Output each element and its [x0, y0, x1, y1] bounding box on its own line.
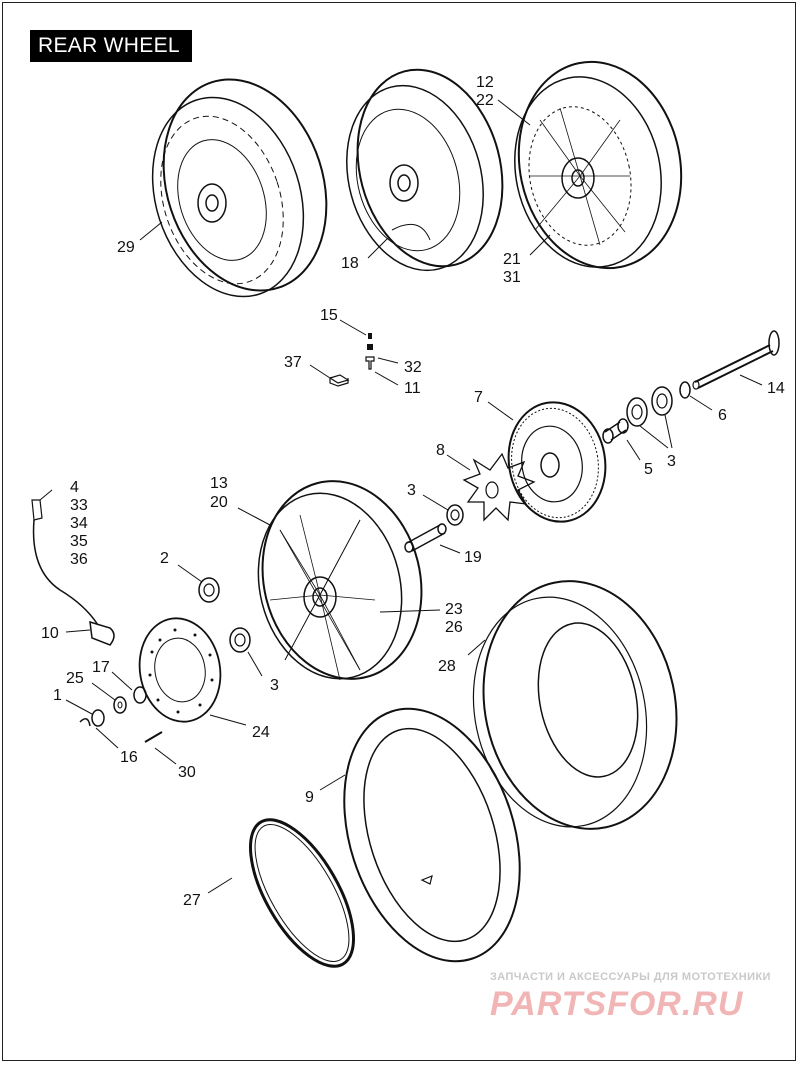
callout-1: 1 — [53, 687, 62, 704]
drive-belt-27 — [248, 818, 356, 968]
valve-cap-parts — [365, 333, 375, 370]
washer-25 — [113, 696, 127, 714]
spacer-5 — [602, 418, 629, 444]
callout-37: 37 — [284, 354, 302, 371]
callout-10: 10 — [41, 625, 59, 642]
sensor-bracket-10 — [89, 620, 115, 646]
callout-15: 15 — [320, 307, 338, 324]
callout-19: 19 — [464, 549, 482, 566]
nut-16 — [91, 709, 105, 727]
callout-26: 26 — [445, 619, 463, 636]
callout-23: 23 — [445, 601, 463, 618]
callout-13: 13 — [210, 475, 228, 492]
callout-34: 34 — [70, 515, 88, 532]
axle-14 — [692, 330, 780, 390]
callout-5: 5 — [644, 461, 653, 478]
callout-24: 24 — [252, 724, 270, 741]
callout-6: 6 — [718, 407, 727, 424]
callout-16: 16 — [120, 749, 138, 766]
diagram-title: REAR WHEEL — [30, 30, 192, 62]
wheel-18-solid-disc — [346, 68, 504, 272]
callout-2: 2 — [160, 550, 169, 567]
callout-31: 31 — [503, 269, 521, 286]
bearing-3-pair — [626, 386, 673, 427]
inner-tube-9 — [343, 707, 521, 963]
callout-25: 25 — [66, 670, 84, 687]
bearing-2 — [198, 577, 220, 603]
watermark-logo: PARTSFOR.RU — [490, 985, 744, 1023]
callout-3-center: 3 — [407, 482, 416, 499]
callout-20: 20 — [210, 494, 228, 511]
callout-28: 28 — [438, 658, 456, 675]
watermark-caption: ЗАПЧАСТИ И АКСЕССУАРЫ ДЛЯ МОТОТЕХНИКИ — [490, 971, 771, 983]
callout-12: 12 — [476, 74, 494, 91]
callout-33: 33 — [70, 497, 88, 514]
callout-36: 36 — [70, 551, 88, 568]
callout-labels: 29 18 12 22 21 31 15 32 37 11 14 7 6 5 3… — [41, 74, 785, 909]
callout-27: 27 — [183, 892, 201, 909]
callout-8: 8 — [436, 442, 445, 459]
callout-22: 22 — [476, 92, 494, 109]
spacer-sleeve-19 — [404, 523, 447, 553]
callout-21: 21 — [503, 251, 521, 268]
callout-18: 18 — [341, 255, 359, 272]
bearing-3-left — [229, 627, 251, 653]
tire-28 — [472, 580, 678, 830]
callout-4: 4 — [70, 479, 79, 496]
balance-weight-37 — [328, 374, 350, 387]
sprocket-pulley-7 — [507, 401, 607, 523]
callout-17: 17 — [92, 659, 110, 676]
callout-32: 32 — [404, 359, 422, 376]
rotor-bolt-30 — [144, 731, 163, 743]
callout-11: 11 — [404, 380, 421, 397]
cush-rubber-8 — [462, 452, 536, 522]
sensor-4-harness — [31, 499, 99, 626]
wheel-29-cast-slotted — [151, 78, 328, 298]
brake-rotor-24 — [138, 617, 222, 723]
wheel-13-laced-main — [257, 480, 423, 681]
wheel-21-spoked — [514, 60, 683, 270]
callout-30: 30 — [178, 764, 196, 781]
callout-9: 9 — [305, 789, 314, 806]
callout-35: 35 — [70, 533, 88, 550]
callout-3-sprocket: 3 — [667, 453, 676, 470]
bearing-3-center — [446, 504, 464, 526]
spacer-6 — [679, 381, 691, 399]
callout-3-left: 3 — [270, 677, 279, 694]
spacer-17 — [133, 686, 147, 704]
cotter-pin-1 — [79, 718, 91, 727]
callout-7: 7 — [474, 389, 483, 406]
leader-lines — [39, 99, 763, 894]
callout-29: 29 — [117, 239, 135, 256]
callout-14: 14 — [767, 380, 785, 397]
